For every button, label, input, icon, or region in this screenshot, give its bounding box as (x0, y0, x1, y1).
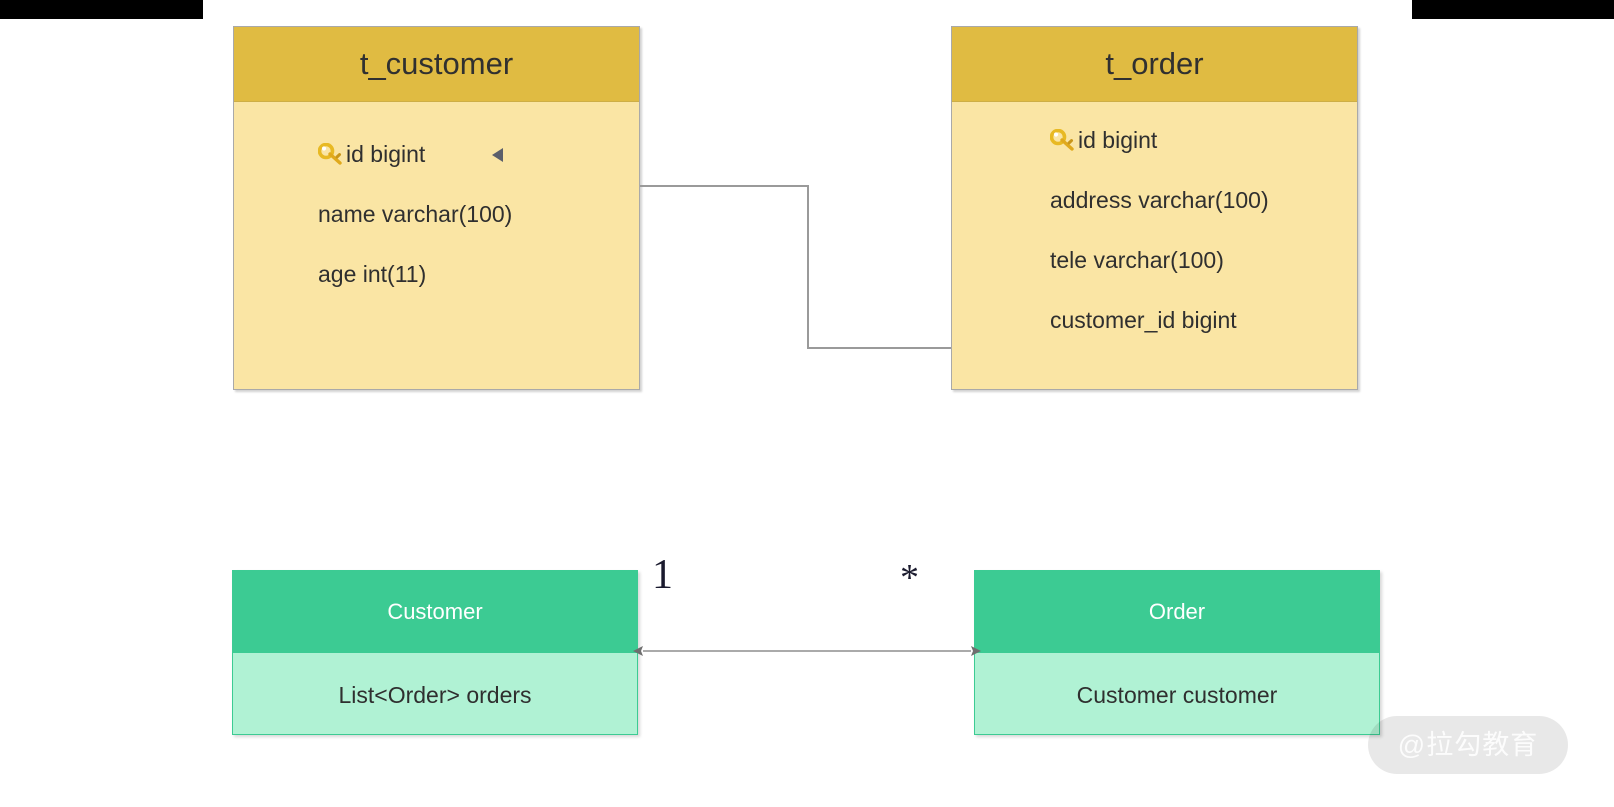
er-table-title: t_customer (234, 27, 639, 102)
er-field-label: age int(11) (318, 261, 427, 287)
uml-class-attribute: Customer customer (1076, 682, 1278, 708)
crop-bar-left (0, 0, 203, 19)
er-field-row[interactable]: address varchar(100) (952, 170, 1357, 230)
er-table-fields: id bigint name varchar(100) age int(11) (234, 102, 639, 322)
er-table-t-customer[interactable]: t_customer id bigint name varchar(100) a… (233, 26, 640, 390)
er-field-label: tele varchar(100) (1050, 247, 1224, 273)
uml-class-name: Order (975, 571, 1379, 653)
uml-class-customer[interactable]: Customer List<Order> orders (232, 570, 638, 735)
multiplicity-right: * (900, 557, 919, 599)
er-field-row[interactable]: age int(11) (234, 244, 639, 304)
er-field-label: name varchar(100) (318, 201, 513, 227)
er-field-row[interactable]: tele varchar(100) (952, 230, 1357, 290)
er-field-row[interactable]: id bigint (952, 110, 1357, 170)
uml-class-name: Customer (233, 571, 637, 653)
er-field-label: id bigint (346, 141, 426, 167)
fk-connector-line (640, 185, 951, 349)
er-field-label: address varchar(100) (1050, 187, 1269, 213)
er-field-row[interactable]: name varchar(100) (234, 184, 639, 244)
crop-bar-right (1412, 0, 1614, 19)
er-table-fields: id bigint address varchar(100) tele varc… (952, 102, 1357, 368)
uml-class-order[interactable]: Order Customer customer (974, 570, 1380, 735)
key-icon (1049, 113, 1076, 173)
er-field-row[interactable]: id bigint (234, 124, 639, 184)
er-table-title: t_order (952, 27, 1357, 102)
key-icon (317, 127, 344, 187)
er-field-row[interactable]: customer_id bigint (952, 290, 1357, 350)
multiplicity-left: 1 (652, 552, 673, 598)
er-field-label: customer_id bigint (1050, 307, 1237, 333)
er-table-t-order[interactable]: t_order id bigint address varchar(100) t… (951, 26, 1358, 390)
uml-class-attribute: List<Order> orders (338, 682, 532, 708)
left-triangle-icon (492, 148, 503, 162)
watermark: @拉勾教育 (1368, 716, 1568, 774)
er-field-label: id bigint (1078, 127, 1158, 153)
